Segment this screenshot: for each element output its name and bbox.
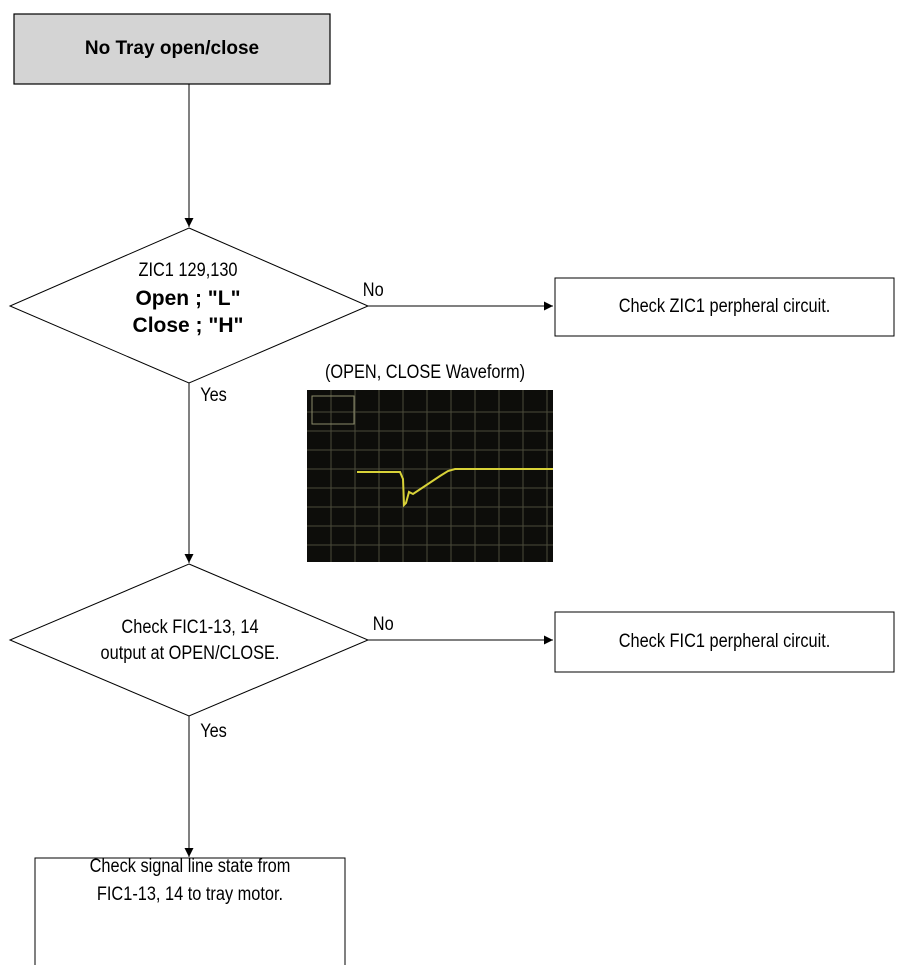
start-label: No Tray open/close [84,38,260,59]
box3-line2: FIC1-13, 14 to tray motor. [96,884,284,905]
decision2-no-label: No [372,614,394,635]
box3-line1: Check signal line state from [89,856,291,877]
decision1-no-label: No [362,280,384,301]
decision2-diamond [8,563,370,717]
waveform-image [307,390,553,562]
decision2-line2: output at OPEN/CLOSE. [100,643,280,664]
box1-label: Check ZIC1 perpheral circuit. [618,296,831,317]
decision2-yes-label: Yes [200,721,227,742]
decision2-line1: Check FIC1-13, 14 [121,617,259,638]
waveform-caption: (OPEN, CLOSE Waveform) [324,362,526,383]
decision1-yes-label: Yes [200,385,227,406]
decision1-line3: Close ; "H" [132,314,244,337]
start-box [13,13,331,85]
box1 [554,277,895,337]
decision1-line2: Open ; "L" [135,287,241,310]
box3 [34,857,346,965]
box2-label: Check FIC1 perpheral circuit. [618,631,831,652]
box2 [554,611,895,673]
decision1-line1: ZIC1 129,130 [138,260,238,281]
